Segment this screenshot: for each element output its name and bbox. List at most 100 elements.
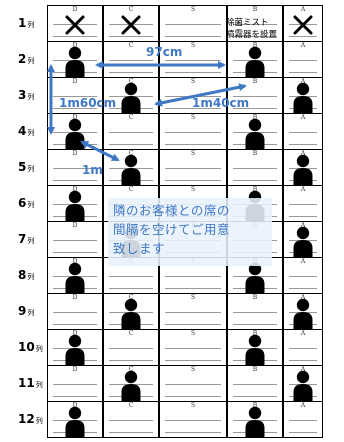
column-letter: C — [128, 366, 134, 373]
seat-9-B: B — [227, 293, 283, 330]
column-letter: C — [128, 402, 134, 409]
column-letter: S — [190, 150, 196, 157]
seat-rule — [233, 24, 277, 37]
row-label-7: 7列 — [0, 221, 44, 257]
row-label-8: 8列 — [0, 257, 44, 293]
column-letter: A — [300, 258, 306, 265]
column-letter: A — [300, 6, 306, 13]
column-letter: A — [300, 186, 306, 193]
seat-12-C: C — [103, 401, 159, 438]
row-number: 2 — [18, 52, 27, 66]
notice-line-2: 間隔を空けてご用意 — [113, 222, 231, 237]
column-letter: D — [72, 150, 78, 157]
notice-text: 隣のお客様との席の 間隔を空けてご用意 致します — [113, 201, 269, 258]
seat-5-A: A — [283, 149, 323, 186]
person-icon — [120, 82, 142, 114]
row-label-10: 10列 — [0, 329, 44, 365]
seat-5-B: B — [227, 149, 283, 186]
seat-2-C: C — [103, 41, 159, 78]
column-letter: D — [72, 222, 78, 229]
diagonal-distance-label: 1m40cm — [192, 96, 250, 110]
column-letter: B — [252, 6, 258, 13]
person-icon — [292, 298, 314, 330]
row-suffix: 列 — [27, 57, 35, 65]
column-letter: S — [190, 402, 196, 409]
row-label-9: 9列 — [0, 293, 44, 329]
row-number: 10 — [18, 340, 35, 354]
row-label-5: 5列 — [0, 149, 44, 185]
column-letter: B — [252, 294, 258, 301]
seat-9-C: C — [103, 293, 159, 330]
column-letter: S — [190, 186, 196, 193]
row-label-12: 12列 — [0, 401, 44, 437]
seat-rule — [165, 168, 221, 181]
row-suffix: 列 — [35, 417, 43, 425]
seat-6-D: D — [47, 185, 103, 222]
seat-rule — [53, 96, 97, 109]
seat-10-B: B — [227, 329, 283, 366]
column-letter: B — [252, 402, 258, 409]
row-number-wrap: 10列 — [18, 329, 43, 365]
person-icon — [244, 118, 266, 150]
row-number-wrap: 11列 — [18, 365, 43, 401]
seat-2-B: B — [227, 41, 283, 78]
row-number-wrap: 7列 — [18, 221, 34, 257]
seat-11-C: C — [103, 365, 159, 402]
row-label-4: 4列 — [0, 113, 44, 149]
column-letter: D — [72, 330, 78, 337]
row-label-2: 2列 — [0, 41, 44, 77]
seat-3-A: A — [283, 77, 323, 114]
row-suffix: 列 — [35, 345, 43, 353]
row-label-1: 1列 — [0, 5, 44, 41]
seat-4-S: S — [159, 113, 227, 150]
notice-line-1: 隣のお客様との席の — [113, 203, 230, 218]
vertical-distance-label: 1m60cm — [59, 96, 117, 110]
row-number: 11 — [18, 376, 35, 390]
seat-rule — [53, 312, 97, 325]
column-letter: S — [190, 114, 196, 121]
column-letter: S — [190, 330, 196, 337]
row-number: 8 — [18, 268, 27, 282]
seat-10-S: S — [159, 329, 227, 366]
seat-rule — [165, 24, 221, 37]
seat-rule — [109, 60, 153, 73]
column-letter: S — [190, 42, 196, 49]
seat-rule — [233, 168, 277, 181]
seat-11-S: S — [159, 365, 227, 402]
seat-7-A: A — [283, 221, 323, 258]
column-letter: D — [72, 258, 78, 265]
seat-12-B: B — [227, 401, 283, 438]
seat-12-D: D — [47, 401, 103, 438]
row-number-wrap: 3列 — [18, 77, 34, 113]
seat-rule — [289, 420, 317, 433]
row-label-6: 6列 — [0, 185, 44, 221]
short-distance-label: 1m — [82, 163, 103, 177]
person-icon — [244, 406, 266, 438]
seat-5-S: S — [159, 149, 227, 186]
seat-12-S: S — [159, 401, 227, 438]
column-letter: D — [72, 6, 78, 13]
seat-rule — [53, 384, 97, 397]
column-letter: C — [128, 330, 134, 337]
seat-1-C: C — [103, 5, 159, 42]
row-number: 4 — [18, 124, 27, 138]
column-letter: C — [128, 186, 134, 193]
column-letter: A — [300, 222, 306, 229]
seat-9-D: D — [47, 293, 103, 330]
row-number-wrap: 12列 — [18, 401, 43, 437]
seat-rule — [109, 348, 153, 361]
seat-8-A: A — [283, 257, 323, 294]
seat-4-A: A — [283, 113, 323, 150]
person-icon — [244, 334, 266, 366]
seat-rule — [233, 312, 277, 325]
row-suffix: 列 — [35, 381, 43, 389]
seat-rule — [165, 60, 221, 73]
seat-rule — [165, 348, 221, 361]
column-letter: C — [128, 150, 134, 157]
seat-rule — [165, 312, 221, 325]
column-letter: B — [252, 150, 258, 157]
column-letter: C — [128, 294, 134, 301]
person-icon — [64, 190, 86, 222]
unavailable-x-icon — [64, 14, 86, 36]
column-letter: D — [72, 366, 78, 373]
